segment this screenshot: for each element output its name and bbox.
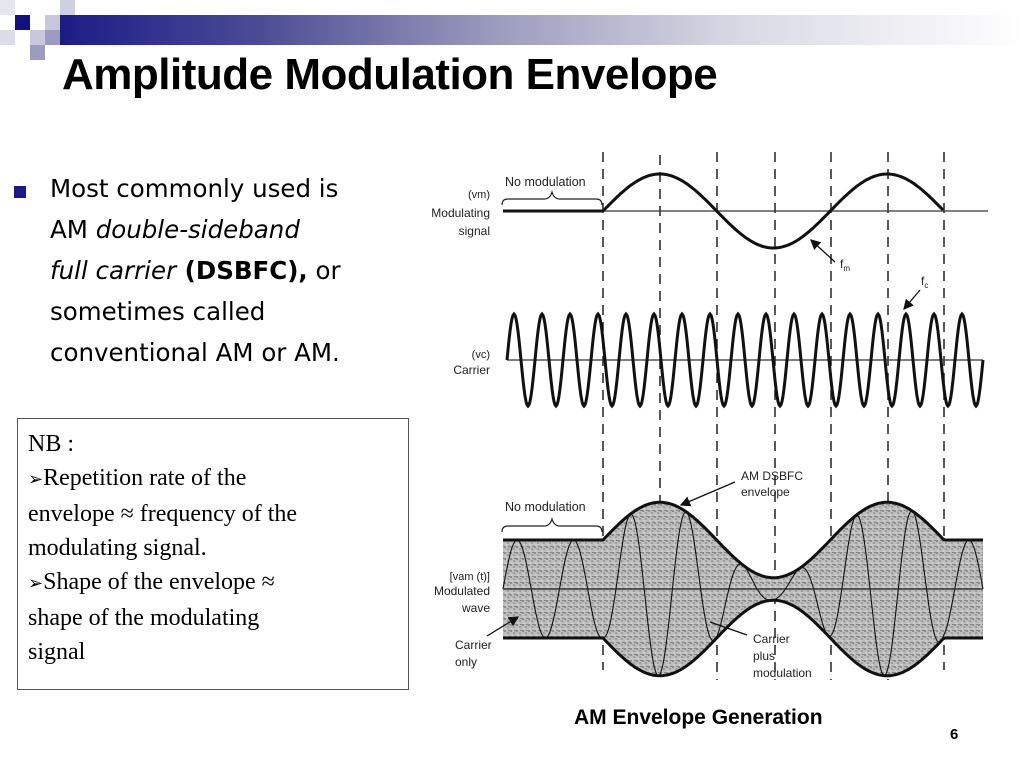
bullet-line: Most commonly used is <box>50 174 339 203</box>
bullet-line: AM double-sideband <box>50 209 430 250</box>
fc-label: fc <box>921 274 928 290</box>
carrier-only-label: Carrier <box>455 638 492 652</box>
bullet-line: full carrier (DSBFC), or <box>50 250 430 291</box>
deco-square <box>60 0 75 15</box>
nb-note-box: NB : ➢Repetition rate of the envelope ≈ … <box>17 418 409 690</box>
modulating-label-2: signal <box>459 224 490 238</box>
deco-square <box>0 0 15 15</box>
bullet-text: Most commonly used is AM double-sideband… <box>50 168 430 373</box>
deco-square <box>45 30 60 45</box>
bullet-text-plain: AM <box>50 215 96 244</box>
deco-square <box>0 30 15 45</box>
nb-item-text: shape of the modulating <box>28 605 260 631</box>
page-title: Amplitude Modulation Envelope <box>62 50 718 99</box>
time-markers <box>602 152 945 680</box>
carrier-plus-label: Carrier <box>753 632 790 646</box>
modulating-label: Modulating <box>431 206 490 220</box>
carrier-plus-label-2: plus <box>753 649 775 663</box>
bullet-text-plain: or <box>307 256 341 285</box>
envelope-label: AM DSBFC <box>741 469 803 483</box>
vm-symbol: (vm) <box>468 189 490 201</box>
carrier-only-label-2: only <box>455 655 477 669</box>
bullet-line: sometimes called <box>50 297 266 326</box>
vam-symbol: [vam (t)] <box>450 571 490 583</box>
modulated-label-2: wave <box>461 601 490 615</box>
page-number: 6 <box>950 726 959 743</box>
no-modulation-label: No modulation <box>505 175 586 189</box>
arrow-bullet-icon: ➢ <box>28 573 44 594</box>
deco-square <box>30 30 45 45</box>
nb-item-text: envelope ≈ frequency of the <box>28 501 298 527</box>
nb-heading: NB : <box>28 431 75 457</box>
deco-square <box>15 15 30 30</box>
no-modulation-label-2: No modulation <box>505 500 586 514</box>
carrier-signal-plot: (vc) Carrier fc <box>453 274 985 409</box>
nb-item-text: Shape of the envelope ≈ <box>43 569 275 595</box>
deco-square <box>45 15 60 30</box>
modulated-wave-plot: No modulation [vam (t)] Modulated wave C… <box>434 469 984 680</box>
nb-item: ➢Repetition rate of the <box>28 461 408 497</box>
nb-item: ➢Shape of the envelope ≈ <box>28 565 408 601</box>
bullet-line: conventional AM or AM. <box>50 338 340 367</box>
nb-item-text: Repetition rate of the <box>43 465 247 491</box>
bullet-text-bold: (DSBFC), <box>176 256 308 285</box>
arrow-bullet-icon: ➢ <box>28 469 44 490</box>
modulated-label: Modulated <box>434 584 490 598</box>
vc-symbol: (vc) <box>472 349 490 361</box>
diagram-caption: AM Envelope Generation <box>574 706 823 729</box>
carrier-plus-label-3: modulation <box>753 666 812 680</box>
title-bar <box>60 15 1024 45</box>
carrier-label: Carrier <box>453 363 490 377</box>
modulating-signal-plot: No modulation (vm) Modulating signal fm <box>431 172 988 273</box>
nb-item-text: modulating signal. <box>28 535 207 561</box>
bullet-square-icon <box>14 186 26 198</box>
fm-label: fm <box>840 257 850 273</box>
bullet-text-italic: full carrier <box>50 256 177 285</box>
deco-square <box>30 45 45 60</box>
envelope-label-2: envelope <box>741 485 790 499</box>
bullet-text-italic: double-sideband <box>95 215 300 244</box>
nb-item-text: signal <box>28 639 86 665</box>
am-envelope-diagram: No modulation (vm) Modulating signal fm … <box>431 152 988 680</box>
